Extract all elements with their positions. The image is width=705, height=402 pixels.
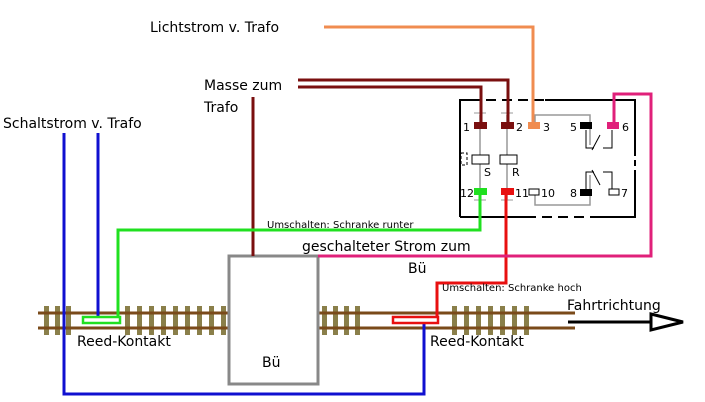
pin-7-pad (608, 188, 620, 196)
wire-lichtstrom (324, 25, 535, 126)
track-sleeper (125, 306, 130, 335)
pin-12-pad (474, 188, 487, 195)
label-fahrtrichtung: Fahrtrichtung (567, 298, 661, 314)
coil-r (499, 154, 518, 165)
wire-bue-strom (318, 92, 653, 258)
direction-arrow-head (649, 312, 684, 332)
coil-r-label: R (512, 166, 520, 179)
pin-2-label: 2 (516, 121, 523, 134)
pin-6-label: 6 (622, 121, 629, 134)
label-schaltstrom: Schaltstrom v. Trafo (3, 116, 142, 132)
wire-schranke-runter (116, 193, 482, 320)
track-sleeper (185, 306, 190, 335)
track-sleeper (488, 306, 493, 335)
pin-1-label: 1 (463, 121, 470, 134)
pin-11-label: 11 (515, 187, 529, 200)
wire-masse-2 (298, 85, 483, 126)
label-lichtstrom: Lichtstrom v. Trafo (150, 20, 279, 36)
relay-box: S R 1 2 3 5 6 12 11 10 8 7 (459, 99, 636, 218)
label-reed-left: Reed-Kontakt (77, 334, 171, 350)
coil-s (471, 154, 490, 165)
label-masse-1: Masse zum (204, 78, 282, 94)
track-sleeper (137, 306, 142, 335)
label-umschalten-runter: Umschalten: Schranke runter (267, 220, 414, 231)
track-sleeper (452, 306, 457, 335)
pin-3-label: 3 (543, 121, 550, 134)
pin-7-label: 7 (621, 187, 628, 200)
wire-schranke-hoch (435, 193, 508, 320)
track-sleeper (500, 306, 505, 335)
track-sleeper (524, 306, 529, 335)
label-masse-2: Trafo (203, 100, 238, 116)
pin-12-label: 12 (460, 187, 474, 200)
pin-8-pad (580, 189, 592, 196)
label-umschalten-hoch: Umschalten: Schranke hoch (442, 283, 582, 294)
coil-symbol (460, 152, 468, 166)
coil-s-label: S (484, 166, 491, 179)
track-sleeper (221, 306, 226, 335)
track-sleeper (55, 306, 60, 335)
track-sleeper (209, 306, 214, 335)
track-sleeper (44, 306, 49, 335)
track-sleeper (197, 306, 202, 335)
track-sleeper (149, 306, 154, 335)
track-sleeper (464, 306, 469, 335)
track-sleeper (161, 306, 166, 335)
track-sleeper (173, 306, 178, 335)
pin-10-pad (528, 188, 540, 196)
track-sleepers (44, 306, 529, 335)
label-geschalteter-2: Bü (408, 261, 426, 277)
pin-10-label: 10 (541, 187, 555, 200)
bue-box (227, 254, 320, 386)
pin-8-label: 8 (570, 187, 577, 200)
label-geschalteter-1: geschalteter Strom zum (302, 239, 471, 255)
pin-11-pad (501, 188, 514, 195)
track-sleeper (333, 306, 338, 335)
track-sleeper (512, 306, 517, 335)
bue-box-label: Bü (262, 355, 280, 371)
reed-contact-left (81, 315, 122, 325)
wire-schaltstrom-2 (62, 133, 426, 396)
pin-5-label: 5 (570, 121, 577, 134)
label-reed-right: Reed-Kontakt (430, 334, 524, 350)
reed-contact-right (391, 315, 440, 325)
track-sleeper (66, 306, 71, 335)
pin-5-pad (580, 122, 592, 129)
track-sleeper (355, 306, 360, 335)
track-sleeper (344, 306, 349, 335)
wire-masse-1 (298, 78, 510, 126)
track-sleeper (322, 306, 327, 335)
track-sleeper (476, 306, 481, 335)
